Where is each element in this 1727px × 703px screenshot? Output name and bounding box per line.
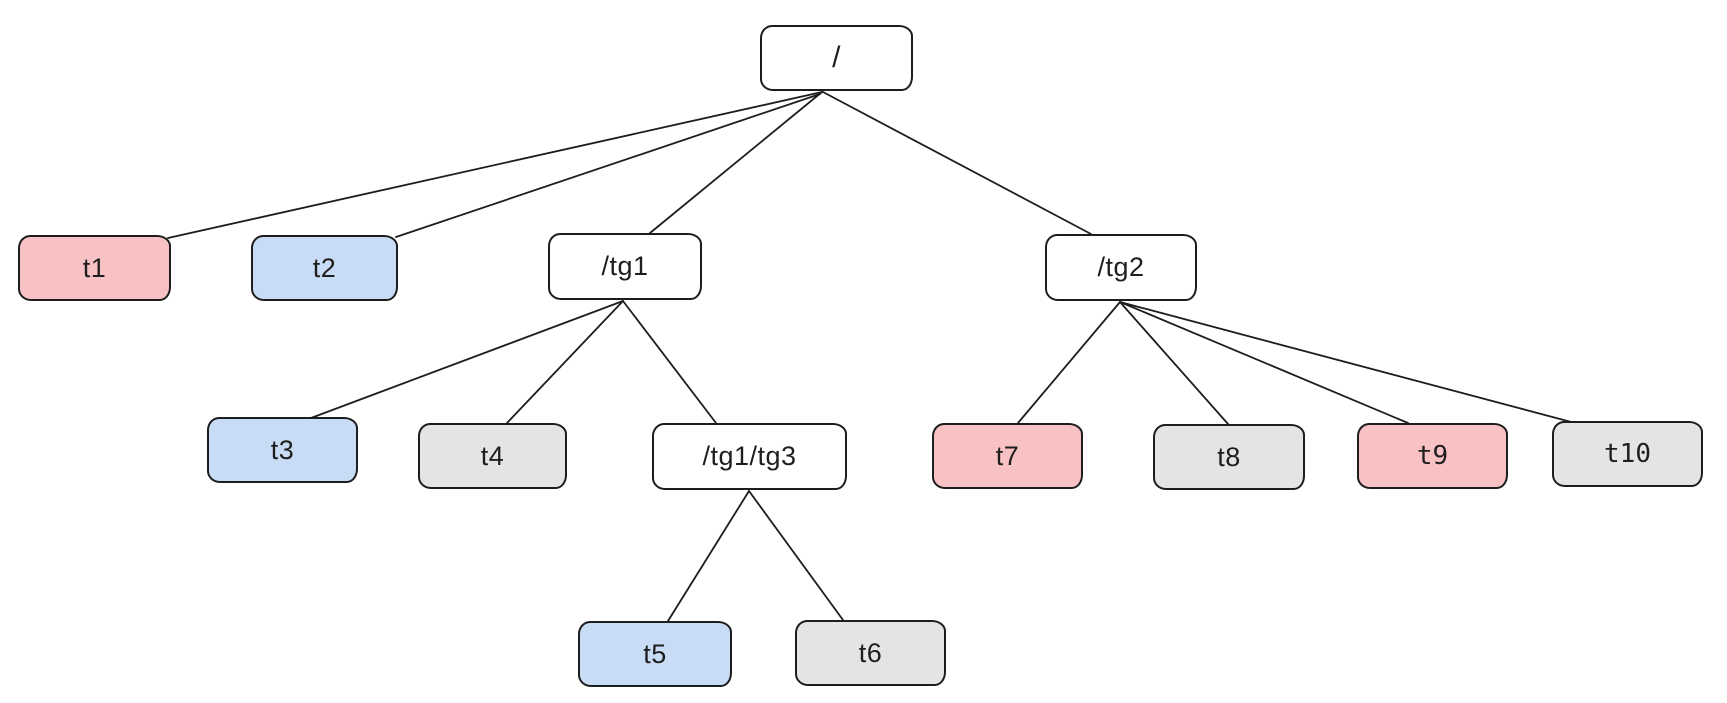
node-t8: t8 (1153, 424, 1305, 490)
node-root: / (760, 25, 913, 91)
edge-root-tg1 (649, 91, 823, 234)
node-t1: t1 (18, 235, 171, 301)
node-t9: t9 (1357, 423, 1508, 489)
node-t7: t7 (932, 423, 1083, 489)
edge-tg1-tg1tg3 (622, 300, 717, 424)
edge-root-t1 (167, 91, 823, 239)
node-t5: t5 (578, 621, 732, 687)
edge-tg2-t8 (1119, 301, 1229, 425)
edge-tg1tg3-t6 (748, 490, 844, 621)
node-tg1-tg3: /tg1/tg3 (652, 423, 847, 490)
edge-root-t2 (395, 93, 821, 238)
edge-tg2-t9 (1119, 301, 1409, 424)
node-t3: t3 (207, 417, 358, 483)
node-tg1: /tg1 (548, 233, 702, 300)
node-tg2: /tg2 (1045, 234, 1197, 301)
edge-tg1tg3-t5 (667, 490, 750, 622)
edge-tg1-t3 (310, 300, 624, 419)
node-t10: t10 (1552, 421, 1703, 487)
edge-tg2-t10 (1119, 301, 1576, 424)
edge-root-tg2 (822, 91, 1092, 235)
node-t6: t6 (795, 620, 946, 686)
node-t2: t2 (251, 235, 398, 301)
edge-tg1-t4 (506, 300, 624, 424)
edge-tg2-t7 (1017, 301, 1121, 424)
node-t4: t4 (418, 423, 567, 489)
